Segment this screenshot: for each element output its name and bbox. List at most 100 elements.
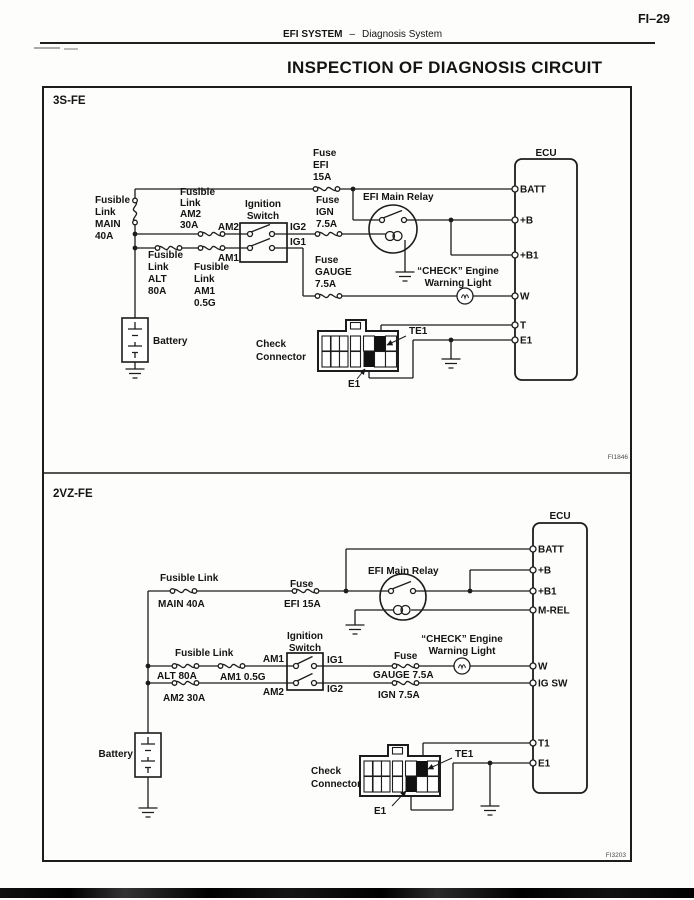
efi-rating-label: EFI 15A xyxy=(284,599,321,610)
fuse-gauge-label: GAUGE xyxy=(315,267,352,278)
ecu-terminal-t1: T1 xyxy=(538,739,550,750)
battery-symbol xyxy=(121,317,149,363)
junction-dot xyxy=(447,216,455,224)
ecu-label: ECU xyxy=(535,148,556,159)
ecu-terminal-w: W xyxy=(520,292,530,303)
ecu-box xyxy=(511,158,578,381)
ecu-terminal-plus-b1: +B1 xyxy=(538,587,557,598)
am2-rating-label: AM2 30A xyxy=(163,693,205,704)
junction-dot xyxy=(447,336,455,344)
ecu-terminal-plus-b: +B xyxy=(538,566,551,577)
fuse-gauge-symbol xyxy=(314,293,343,299)
warning-light-label: “CHECK” Engine xyxy=(421,634,503,645)
fusible-link-am2-label: Fusible xyxy=(180,187,215,198)
te1-arrow xyxy=(386,335,407,346)
fusible-link-am1-symbol xyxy=(197,245,226,251)
fusible-link-main-label: Fusible Link xyxy=(160,573,219,584)
fusible-link-alt-label: Fusible Link xyxy=(175,648,234,659)
warning-light-label: Warning Light xyxy=(425,278,493,289)
junction-dot xyxy=(349,185,357,193)
efi-main-relay-symbol xyxy=(379,573,427,621)
ecu-terminal-plus-b1: +B1 xyxy=(520,251,539,262)
scan-edge-bar xyxy=(0,888,694,898)
warning-lamp-symbol xyxy=(453,657,471,675)
fusible-link-alt-symbol xyxy=(171,663,200,669)
junction-dot xyxy=(144,662,152,670)
running-header: EFI SYSTEM–Diagnosis System xyxy=(283,29,442,40)
ign-rating-label: IGN 7.5A xyxy=(378,690,420,701)
scan-artifact xyxy=(64,48,78,50)
switch-terminal-am1: AM1 xyxy=(263,654,285,665)
fusible-link-am1-label: 0.5G xyxy=(194,298,216,309)
check-connector-label: Connector xyxy=(311,779,361,790)
header-subsystem: Diagnosis System xyxy=(362,29,443,40)
warning-lamp-symbol xyxy=(456,287,474,305)
fusible-link-alt-label: ALT xyxy=(148,274,167,285)
ecu-terminal-e1: E1 xyxy=(538,759,551,770)
ground-symbol xyxy=(440,358,462,369)
ecu-terminal-e1: E1 xyxy=(520,336,533,347)
ecu-terminal-plus-b: +B xyxy=(520,216,533,227)
fuse-efi-label: EFI xyxy=(313,160,329,171)
fusible-link-main-label: Link xyxy=(95,207,116,218)
fuse-ign-label: IGN xyxy=(316,207,334,218)
check-connector-label: Connector xyxy=(256,352,306,363)
ecu-terminal-m-rel: M-REL xyxy=(538,606,570,617)
fusible-link-main-label: Fusible xyxy=(95,195,130,206)
fusible-link-am1-label: Link xyxy=(194,274,215,285)
section-label-2vzfe: 2VZ-FE xyxy=(53,488,93,500)
header-separator: – xyxy=(349,29,356,40)
fusible-link-am2-label: 30A xyxy=(180,220,198,231)
fusible-link-am1-label: AM1 xyxy=(194,286,216,297)
fuse-gauge-label: 7.5A xyxy=(315,279,336,290)
wiring-2vzfe xyxy=(147,548,533,811)
switch-terminal-ig1: IG1 xyxy=(290,237,307,248)
figure-code: FI3203 xyxy=(606,852,627,859)
fusible-link-main-label: MAIN xyxy=(95,219,121,230)
pin-label-te1: TE1 xyxy=(455,749,474,760)
ignition-switch-label: Switch xyxy=(247,211,279,222)
fuse-gauge-label: Fuse xyxy=(394,651,418,662)
wiring-3sfe xyxy=(134,188,515,379)
fuse-ign-symbol xyxy=(391,680,420,686)
scan-artifact xyxy=(34,47,60,49)
gauge-rating-label: GAUGE 7.5A xyxy=(373,670,434,681)
ecu-box xyxy=(529,522,588,794)
fuse-ign-symbol xyxy=(314,231,343,237)
ground-symbol xyxy=(137,807,159,818)
fusible-link-main-symbol xyxy=(169,588,198,594)
e1-arrow xyxy=(356,368,366,380)
fuse-ign-label: Fuse xyxy=(316,195,340,206)
ground-symbol xyxy=(479,805,501,816)
switch-terminal-ig2: IG2 xyxy=(327,684,344,695)
fuse-gauge-symbol xyxy=(391,663,420,669)
ecu-terminal-t: T xyxy=(520,321,526,332)
ecu-terminal-ig-sw: IG SW xyxy=(538,679,568,690)
fusible-link-main-label: 40A xyxy=(95,231,113,242)
ignition-switch-label: Ignition xyxy=(245,199,281,210)
ignition-switch-label: Switch xyxy=(289,643,321,654)
page-number: FI–29 xyxy=(638,12,670,26)
ecu-terminal-batt: BATT xyxy=(538,545,564,556)
pin-label-e1: E1 xyxy=(374,806,387,817)
header-system: EFI SYSTEM xyxy=(283,29,343,40)
circuit-2vzfe xyxy=(134,522,588,818)
relay-label: EFI Main Relay xyxy=(368,566,439,577)
fusible-link-main-symbol xyxy=(132,197,138,226)
ground-symbol xyxy=(394,271,416,282)
fusible-link-am2-label: Link xyxy=(180,198,201,209)
check-connector-label: Check xyxy=(256,339,286,350)
fuse-efi-label: 15A xyxy=(313,172,331,183)
ecu-terminal-w: W xyxy=(538,662,548,673)
warning-light-label: “CHECK” Engine xyxy=(417,266,499,277)
section-label-3sfe: 3S-FE xyxy=(53,95,86,107)
fusible-link-alt-label: Fusible xyxy=(148,250,183,261)
battery-label: Battery xyxy=(153,336,188,347)
te1-arrow xyxy=(427,757,453,770)
warning-light-label: Warning Light xyxy=(429,646,497,657)
junction-dot xyxy=(486,759,494,767)
switch-terminal-am1: AM1 xyxy=(218,253,240,264)
pin-label-te1: TE1 xyxy=(409,326,428,337)
relay-label: EFI Main Relay xyxy=(363,192,434,203)
fuse-efi-symbol xyxy=(312,186,341,192)
